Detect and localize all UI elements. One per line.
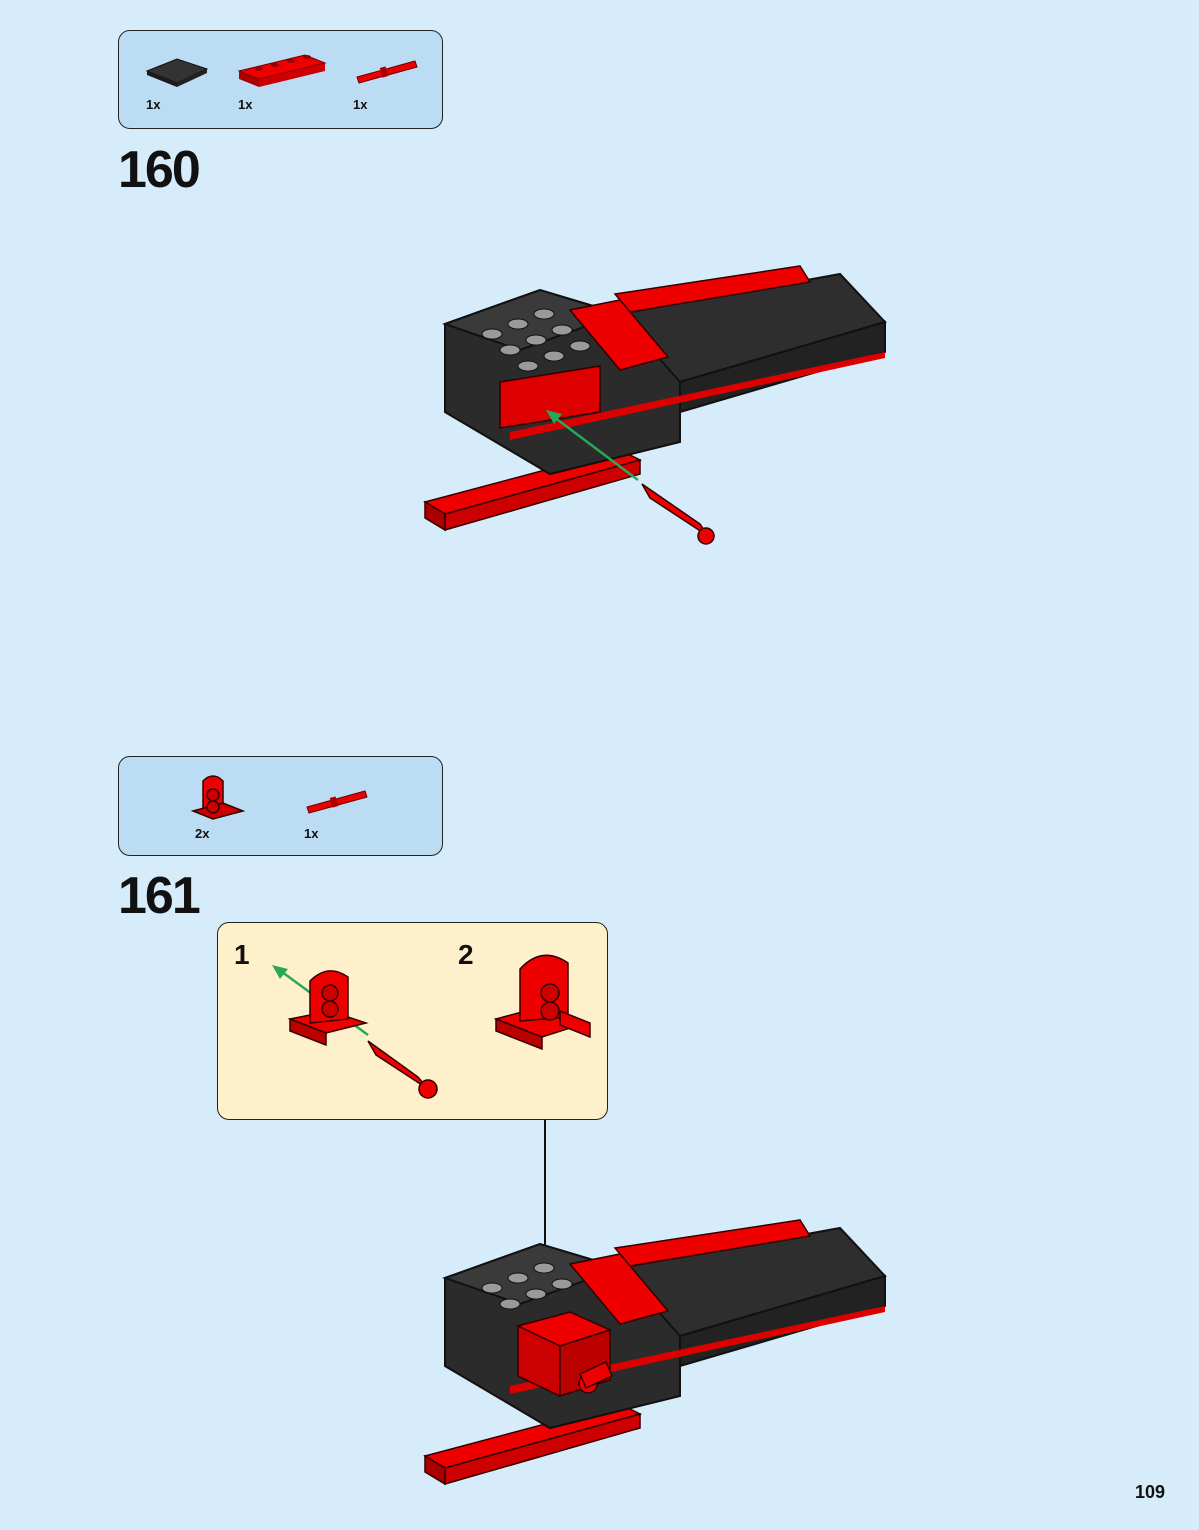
substep-1-illustration xyxy=(272,965,438,1099)
model-illustration-step-161 xyxy=(423,1219,887,1486)
part-qty: 1x xyxy=(353,97,368,112)
part-qty: 1x xyxy=(304,826,319,841)
part-qty: 1x xyxy=(238,97,253,112)
part-qty: 1x xyxy=(146,97,161,112)
substep-2-illustration xyxy=(493,954,591,1051)
black-tile-2x2-icon xyxy=(145,58,209,87)
sub-assembly-callout: 1 2 xyxy=(217,922,608,1120)
red-axle-pin-icon xyxy=(356,60,418,84)
step-number: 160 xyxy=(118,141,201,199)
substep-number: 2 xyxy=(458,939,474,970)
parts-list-step-160: 1x 1x 1x xyxy=(118,30,443,129)
red-plate-1x4-icon xyxy=(237,54,327,87)
parts-list-step-161: 2x 1x xyxy=(118,756,443,856)
step-number: 161 xyxy=(118,867,201,925)
red-pin-connector-block-icon xyxy=(190,775,246,820)
model-illustration-step-160 xyxy=(423,265,887,545)
page-number: 109 xyxy=(1135,1482,1166,1502)
red-axle-pin-icon xyxy=(306,790,368,814)
part-qty: 2x xyxy=(195,826,210,841)
substep-number: 1 xyxy=(234,939,250,970)
